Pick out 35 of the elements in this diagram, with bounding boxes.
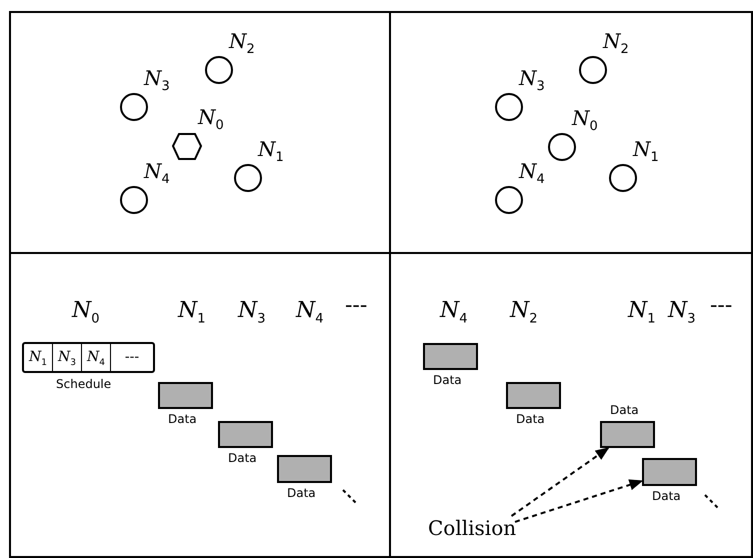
column-heading: N$_{0}$ [72, 300, 100, 328]
node-name: N$_{0}$ [198, 106, 224, 135]
node-name: N$_{3}$ [144, 67, 170, 96]
column-heading: N$_{2}$ [510, 300, 538, 328]
column-heading: N$_{3}$ [238, 300, 266, 328]
node-label: Data [652, 489, 681, 503]
node-name: N$_{4}$ [519, 160, 545, 189]
node-label: Data [516, 412, 545, 426]
node-name: N$_{4}$ [144, 160, 170, 189]
node-name: N$_{1}$ [258, 138, 284, 167]
column-heading: N$_{3}$ [668, 300, 696, 328]
table-cell: N$_{4}$ [82, 344, 111, 371]
node-name: N$_{2}$ [603, 30, 629, 59]
column-heading: N$_{4}$ [440, 300, 468, 328]
node-label: Schedule [56, 377, 112, 391]
table-cell: N$_{1}$ [24, 344, 53, 371]
arrow [514, 479, 644, 523]
node-label: Data [610, 403, 639, 417]
node-name: N$_{0}$ [572, 107, 598, 136]
table-cell-text: --- [124, 348, 140, 367]
node-name: N$_{2}$ [229, 30, 255, 59]
table-cell: N$_{3}$ [53, 344, 82, 371]
node-label: Data [168, 412, 197, 426]
node-label: Data [433, 373, 462, 387]
column-heading: --- [710, 295, 732, 317]
annotation-text: Collision [428, 516, 516, 540]
node-label: Data [287, 486, 316, 500]
node-label: Data [228, 451, 257, 465]
node-name: N$_{3}$ [519, 67, 545, 96]
column-heading: --- [345, 295, 368, 317]
node-name: N$_{1}$ [633, 138, 659, 167]
column-heading: N$_{1}$ [178, 300, 206, 328]
column-heading: N$_{4}$ [296, 300, 324, 328]
column-heading: N$_{1}$ [628, 300, 656, 328]
arrow [510, 447, 610, 517]
